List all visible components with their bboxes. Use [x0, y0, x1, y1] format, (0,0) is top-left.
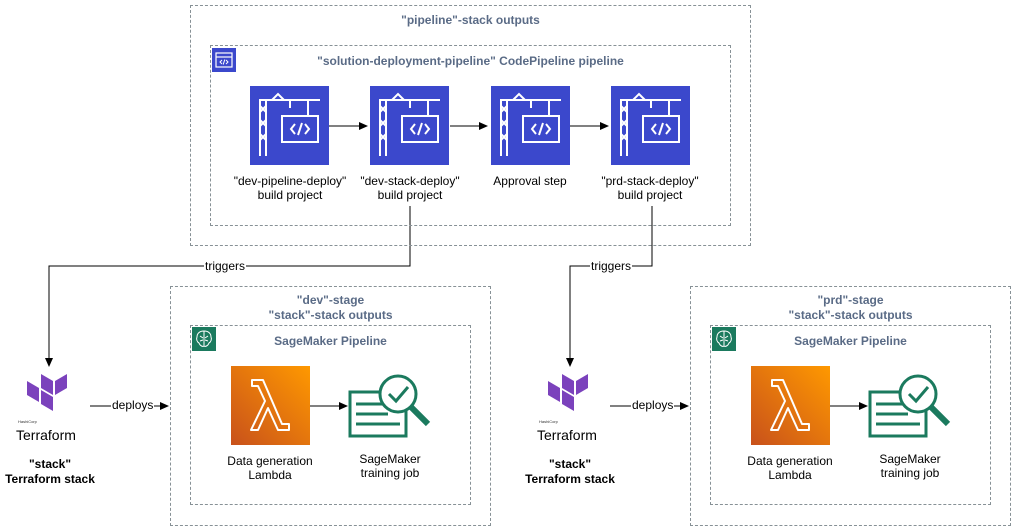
prd-sagemaker-pipeline-group: SageMaker Pipeline — [710, 325, 991, 505]
sagemaker-brain-icon — [712, 327, 736, 351]
training-job-icon — [868, 374, 951, 438]
dev-training-job-label: SageMaker training job — [359, 452, 421, 480]
prd-lambda-label: Data generation Lambda — [747, 454, 833, 482]
prd-triggers-label: triggers — [590, 259, 633, 273]
dev-sagemaker-pipeline-title: SageMaker Pipeline — [274, 334, 387, 348]
lambda-icon — [231, 366, 310, 445]
svg-text:Terraform: Terraform — [537, 427, 597, 443]
codebuild-icon — [370, 86, 449, 165]
step1-label: "dev-pipeline-deploy" build project — [233, 174, 347, 202]
codebuild-icon — [611, 86, 690, 165]
dev-sagemaker-pipeline-group: SageMaker Pipeline — [190, 325, 471, 505]
prd-sagemaker-training-job[interactable] — [868, 372, 954, 438]
step2-label: "dev-stack-deploy" build project — [360, 174, 460, 202]
codepipeline-group: "solution-deployment-pipeline" CodePipel… — [210, 45, 731, 226]
build-project-dev-stack-deploy[interactable] — [370, 86, 449, 165]
sagemaker-brain-icon — [192, 327, 216, 351]
dev-deploys-label: deploys — [111, 398, 155, 412]
dev-stage-title: "dev"-stage "stack"-stack outputs — [268, 293, 393, 322]
terraform-icon: HashiCorp Terraform — [16, 374, 76, 443]
lambda-icon — [751, 366, 830, 445]
approval-step[interactable] — [491, 86, 570, 165]
dev-triggers-label: triggers — [204, 259, 247, 273]
prd-stage-group: "prd"-stage "stack"-stack outputs — [690, 286, 1011, 526]
pipeline-stack-group: "pipeline"-stack outputs — [190, 5, 751, 246]
prd-stage-title: "prd"-stage "stack"-stack outputs — [788, 293, 913, 322]
dev-lambda[interactable] — [231, 366, 310, 445]
build-project-dev-pipeline-deploy[interactable] — [250, 86, 329, 165]
codebuild-icon — [491, 86, 570, 165]
svg-text:Terraform: Terraform — [16, 427, 76, 443]
terraform-stack-prd-label: "stack" Terraform stack — [525, 457, 615, 486]
svg-text:HashiCorp: HashiCorp — [539, 419, 559, 424]
prd-deploys-label: deploys — [631, 398, 675, 412]
training-job-icon — [348, 374, 431, 438]
dev-lambda-label: Data generation Lambda — [227, 454, 313, 482]
svg-text:HashiCorp: HashiCorp — [18, 419, 38, 424]
terraform-stack-prd[interactable]: HashiCorp Terraform — [535, 372, 607, 444]
codebuild-icon — [250, 86, 329, 165]
prd-training-job-label: SageMaker training job — [879, 452, 941, 480]
prd-lambda[interactable] — [751, 366, 830, 445]
codepipeline-icon — [212, 48, 236, 72]
terraform-icon: HashiCorp Terraform — [537, 374, 597, 443]
step4-label: "prd-stack-deploy" build project — [601, 174, 699, 202]
prd-sagemaker-pipeline-title: SageMaker Pipeline — [794, 334, 907, 348]
terraform-stack-dev-label: "stack" Terraform stack — [5, 457, 95, 486]
dev-sagemaker-training-job[interactable] — [348, 372, 434, 438]
step3-label: Approval step — [493, 174, 567, 188]
terraform-stack-dev[interactable]: HashiCorp Terraform — [14, 372, 86, 444]
pipeline-stack-title: "pipeline"-stack outputs — [401, 13, 540, 27]
dev-stage-group: "dev"-stage "stack"-stack outputs — [170, 286, 491, 526]
codepipeline-title: "solution-deployment-pipeline" CodePipel… — [317, 54, 624, 68]
build-project-prd-stack-deploy[interactable] — [611, 86, 690, 165]
